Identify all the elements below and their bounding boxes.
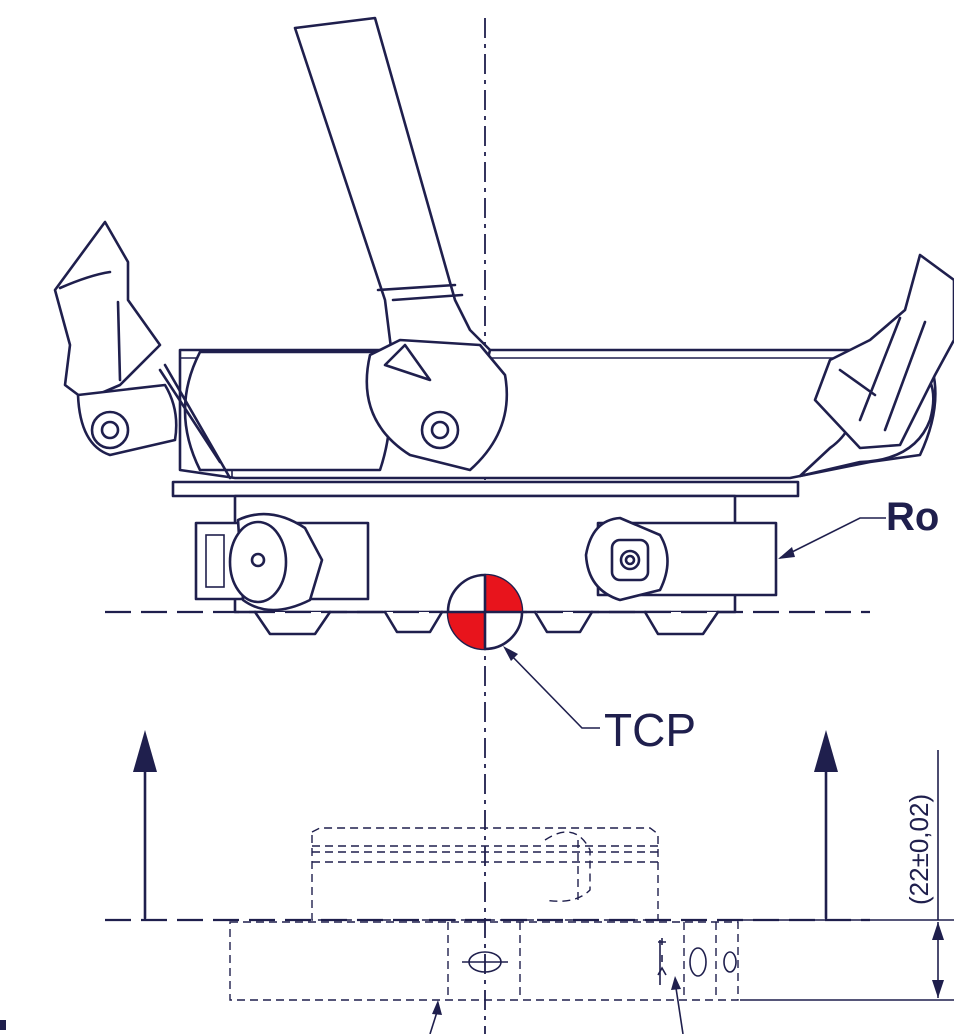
tcp-label: TCP (604, 704, 696, 756)
right-finger (813, 253, 954, 450)
middle-screw (420, 410, 460, 450)
left-up-arrow (133, 730, 157, 920)
left-knob (194, 512, 370, 612)
lower-block (229, 921, 739, 1001)
left-finger (53, 220, 232, 480)
right-up-arrow (814, 730, 838, 920)
base-plate (171, 480, 800, 498)
left-screw (90, 410, 130, 450)
ro-leader (778, 517, 886, 559)
tcp-symbol (446, 573, 524, 651)
block-marks (657, 938, 667, 976)
tcp-leader (503, 646, 600, 729)
middle-arm (293, 16, 509, 472)
adapter-plate (311, 827, 659, 921)
gripper-assembly (53, 16, 954, 636)
right-clamp (584, 516, 778, 602)
height-dimension (740, 750, 954, 1001)
bottom-leaders (0, 976, 684, 1034)
dimension-label: (22±0,02) (904, 794, 934, 905)
ro-label: Ro (886, 495, 939, 539)
bottom-teeth (253, 610, 720, 636)
